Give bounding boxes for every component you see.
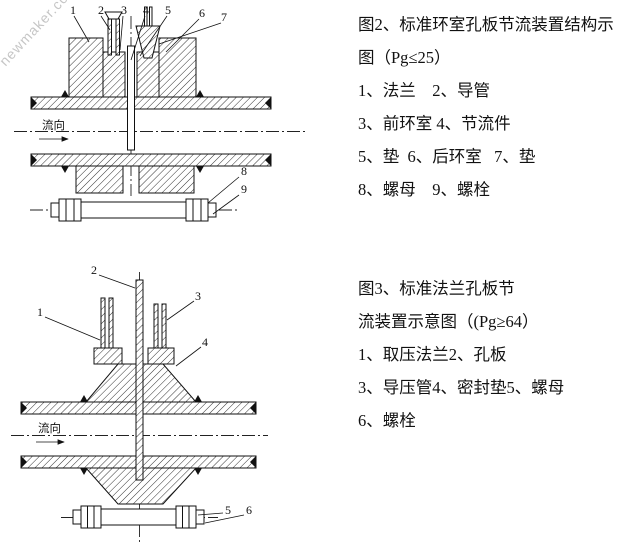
part-label-3: 3	[121, 3, 127, 17]
figure3-caption-line-3: 1、取压法兰2、孔板	[358, 345, 507, 364]
part-label-2: 2	[98, 3, 104, 17]
part-label-1: 1	[37, 305, 43, 319]
figure2-caption-line-3: 1、法兰 2、导管	[358, 81, 490, 100]
flange-ring-chamber-assembly	[68, 37, 197, 98]
pressure-tubes	[93, 297, 175, 365]
figure3-caption-line-4: 3、导压管4、密封垫5、螺母	[358, 378, 565, 397]
part-label-3: 3	[195, 289, 201, 303]
flange-assembly-bottom	[84, 467, 198, 505]
part-label-4: 4	[143, 3, 149, 17]
part-label-2: 2	[91, 263, 97, 277]
figure3-caption-line-1: 图3、标准法兰孔板节	[358, 279, 515, 298]
part-label-7: 7	[221, 10, 227, 24]
figure2-diagram: 流向 1 2 3 4 5 6 7 8 9	[14, 3, 306, 222]
bolt-assembly	[61, 505, 218, 529]
flow-direction-label: 流向	[38, 421, 61, 435]
bolt-assembly	[30, 198, 239, 222]
flow-direction-label: 流向	[42, 118, 65, 132]
figure2-caption-line-6: 8、螺母 9、螺栓	[358, 180, 490, 199]
part-label-5: 5	[165, 3, 171, 17]
guide-tubes	[104, 6, 161, 59]
part-label-1: 1	[70, 3, 76, 17]
part-label-8: 8	[241, 164, 247, 178]
flow-direction: 流向	[39, 118, 69, 142]
figure2-caption-line-1: 图2、标准环室孔板节流装置结构示	[358, 15, 614, 34]
part-label-4: 4	[202, 335, 208, 349]
part-label-6: 6	[246, 503, 252, 517]
figure3-caption-line-5: 6、螺栓	[358, 411, 416, 430]
figure2-caption: 图2、标准环室孔板节流装置结构示 图（Pg≤25） 1、法兰 2、导管 3、前环…	[358, 8, 614, 206]
figure2-caption-line-2: 图（Pg≤25）	[358, 48, 451, 67]
figure3-diagram: 流向 2 3 1 4 5 6	[11, 263, 268, 542]
orifice-plate	[127, 45, 135, 151]
flow-direction: 流向	[36, 421, 65, 445]
part-label-9: 9	[241, 182, 247, 196]
pipe	[30, 90, 272, 173]
part-label-6: 6	[199, 6, 205, 20]
part-labels: 1 2 3 4 5 6 7 8 9	[70, 3, 247, 215]
orifice-plate	[135, 279, 144, 481]
figure2-caption-line-4: 3、前环室 4、节流件	[358, 114, 511, 133]
figure3-caption-line-2: 流装置示意图（(Pg≥64）	[358, 312, 539, 331]
part-label-5: 5	[225, 503, 231, 517]
flange-assembly-bottom	[75, 165, 195, 194]
figure3-caption: 图3、标准法兰孔板节 流装置示意图（(Pg≥64） 1、取压法兰2、孔板 3、导…	[358, 272, 564, 437]
figure2-caption-line-5: 5、垫 6、后环室 7、垫	[358, 147, 536, 166]
part-labels: 2 3 1 4 5 6	[37, 263, 252, 524]
